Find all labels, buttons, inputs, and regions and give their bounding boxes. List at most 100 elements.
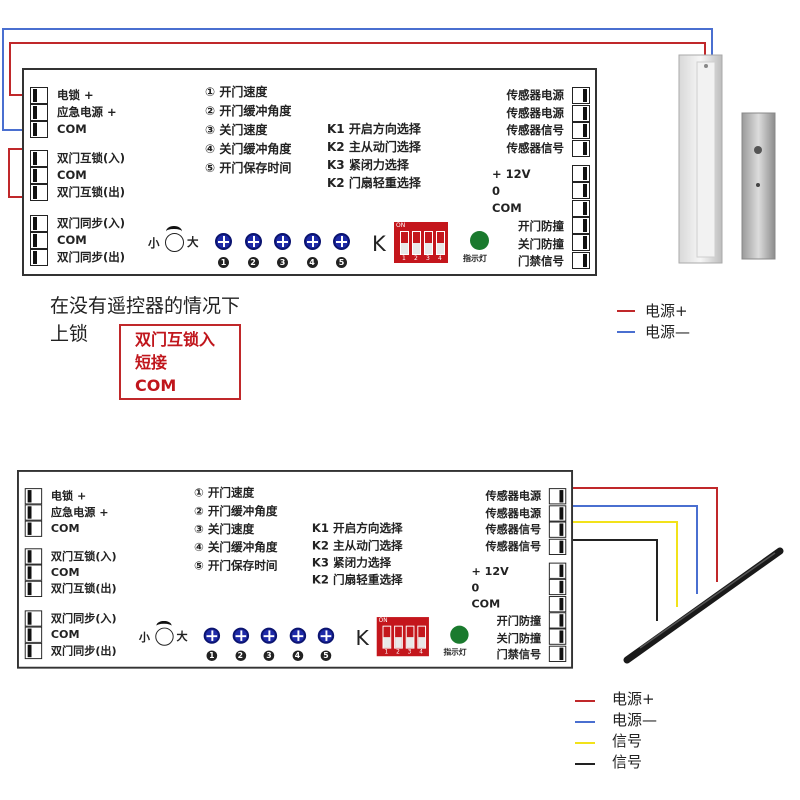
sensor-terminal[interactable] [548, 538, 567, 555]
io-terminal[interactable] [548, 595, 567, 612]
terminal-left_group2[interactable] [30, 167, 48, 184]
dip-number: 2 [396, 648, 400, 656]
indicator-light-icon [450, 625, 469, 644]
sensor-terminal[interactable] [572, 87, 590, 104]
terminal-left_group1[interactable] [30, 87, 48, 104]
terminal-left_group2[interactable] [24, 580, 43, 598]
dip-switch-2[interactable] [394, 625, 403, 649]
adjust-screw-3[interactable] [260, 627, 278, 644]
terminal-left_group1[interactable] [24, 504, 43, 521]
power-terminal-label: + 12V [471, 564, 509, 578]
sensor-terminal[interactable] [572, 139, 590, 157]
screw-number: 4 [292, 650, 303, 661]
io-terminal[interactable] [548, 562, 567, 579]
screw-number: 3 [263, 650, 275, 661]
adjust-screw-5[interactable] [333, 233, 350, 250]
dip-switch-4[interactable] [417, 625, 427, 649]
terminal-label: 应急电源 + [50, 505, 109, 519]
screw-number: 4 [306, 257, 318, 268]
terminal-left_group2[interactable] [30, 184, 48, 201]
pot-label: ① 开门速度 [193, 486, 255, 500]
power-terminal-label: COM [492, 201, 522, 215]
io-terminal[interactable] [548, 645, 567, 662]
knob-large-label: 大 [176, 629, 188, 643]
adjust-screw-3[interactable] [274, 233, 291, 250]
terminal-label: 双门同步(出) [50, 643, 117, 658]
dip-switch-label: K1 开启方向选择 [311, 521, 403, 535]
legend-label: 电源— [612, 711, 658, 729]
terminal-left_group1[interactable] [30, 121, 48, 138]
terminal-left_group1[interactable] [24, 520, 43, 537]
sensor-terminal[interactable] [548, 504, 567, 522]
adjust-screw-1[interactable] [203, 627, 221, 644]
terminal-left_group1[interactable] [30, 104, 48, 121]
terminal-left_group2[interactable] [30, 150, 48, 167]
sensor-terminal[interactable] [548, 521, 567, 538]
dip-switch-4[interactable] [436, 231, 445, 255]
magnetic-lock-image [678, 54, 776, 264]
dip-switch-1[interactable] [382, 625, 392, 649]
screw-number: 3 [277, 257, 288, 268]
terminal-left_group3[interactable] [24, 626, 43, 643]
dip-on-label: ON [378, 617, 388, 624]
terminal-left_group2[interactable] [24, 564, 43, 581]
knob-arc-icon [156, 620, 172, 632]
knob-arc-icon [166, 226, 182, 237]
io-terminal[interactable] [548, 579, 567, 596]
indicator-light-icon [470, 231, 489, 250]
dip-switch-label: K2 主从动门选择 [327, 140, 421, 154]
dip-on-label: ON [396, 222, 406, 229]
pot-label: ③ 关门速度 [205, 123, 268, 137]
pot-label: ④ 关门缓冲角度 [205, 142, 292, 156]
dip-switch-2[interactable] [412, 231, 421, 255]
adjust-screw-2[interactable] [232, 627, 249, 644]
adjust-screw-4[interactable] [289, 627, 306, 644]
terminal-label: COM [57, 122, 87, 136]
io-terminal[interactable] [548, 628, 567, 645]
note-box: 双门互锁入 短接 COM [119, 324, 241, 400]
io-terminal[interactable] [572, 234, 590, 252]
adjust-screw-2[interactable] [244, 233, 262, 250]
adjust-screw-5[interactable] [317, 627, 335, 644]
legend-label: 电源+ [645, 302, 688, 320]
io-terminal[interactable] [572, 199, 590, 217]
power-terminal-label: COM [471, 597, 501, 611]
terminal-left_group3[interactable] [30, 215, 48, 232]
io-terminal[interactable] [548, 612, 567, 629]
dip-switch-1[interactable] [400, 231, 409, 255]
io-terminal[interactable] [572, 182, 590, 200]
terminal-label: 双门互锁(入) [50, 549, 117, 563]
input-terminal-label: 关门防撞 [496, 630, 542, 645]
dip-number: 2 [414, 255, 418, 262]
pot-label: ④ 关门缓冲角度 [193, 540, 278, 555]
sensor-terminal[interactable] [572, 122, 590, 139]
sensor-terminal[interactable] [548, 488, 567, 505]
dip-switch-label: K3 紧闭力选择 [311, 555, 392, 570]
legend-label: 信号 [612, 732, 643, 750]
terminal-label: 双门互锁(入) [57, 151, 126, 165]
dip-switch-3[interactable] [405, 625, 415, 649]
dip-switch-label: K1 开启方向选择 [327, 122, 421, 136]
terminal-left_group3[interactable] [30, 249, 48, 266]
note-line-2: 上锁 [50, 323, 89, 345]
adjust-screw-1[interactable] [215, 233, 232, 250]
dip-switch-label: K3 紧闭力选择 [327, 158, 409, 172]
sensor-terminal-label: 传感器电源 [485, 489, 542, 503]
adjust-screw-4[interactable] [303, 233, 321, 250]
input-terminal-label: 门禁信号 [496, 647, 542, 661]
terminal-left_group1[interactable] [24, 488, 43, 505]
io-terminal[interactable] [572, 165, 590, 182]
sensor-terminal-label: 传感器信号 [485, 522, 542, 536]
io-terminal[interactable] [572, 216, 590, 234]
io-terminal[interactable] [572, 251, 590, 269]
sensor-terminal[interactable] [572, 104, 590, 122]
pot-label: ⑤ 开门保存时间 [193, 558, 278, 573]
terminal-left_group2[interactable] [24, 548, 43, 565]
legend-label: 信号 [612, 753, 643, 771]
terminal-left_group3[interactable] [24, 610, 43, 627]
terminal-left_group3[interactable] [30, 232, 48, 249]
terminal-left_group3[interactable] [24, 642, 43, 660]
dip-switch-3[interactable] [424, 231, 433, 255]
